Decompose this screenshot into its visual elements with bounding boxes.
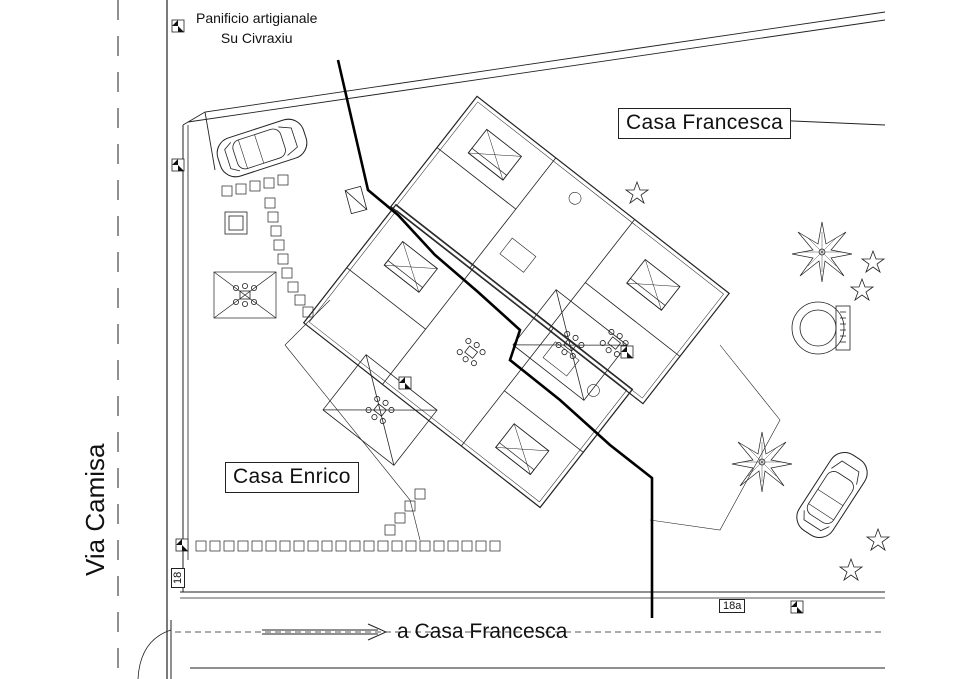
lot-boundary — [182, 11, 886, 171]
civic-number-18: 18 — [171, 567, 185, 588]
casa-enrico-label: Casa Enrico — [225, 462, 359, 493]
plant-icon — [861, 250, 885, 273]
plant-icon — [625, 181, 649, 204]
casa-enrico-building — [302, 203, 634, 509]
north-arrow-icon — [790, 600, 804, 614]
property-divider — [336, 59, 654, 618]
street-lines — [117, 0, 885, 679]
north-arrow-icon — [620, 345, 634, 359]
tree-icon — [731, 431, 793, 493]
car-icon — [790, 445, 874, 545]
direction-arrow — [262, 623, 388, 641]
direction-label: a Casa Francesca — [397, 620, 568, 643]
casa-francesca-label: Casa Francesca — [618, 108, 792, 139]
casa-enrico-porch — [322, 354, 438, 466]
civic-number-18a: 18a — [719, 599, 746, 613]
car-icon — [212, 114, 312, 182]
north-arrow-icon — [171, 19, 185, 33]
north-arrow-icon — [171, 158, 185, 172]
plant-icon — [866, 528, 890, 551]
casa-francesca-porch — [512, 289, 628, 401]
outdoor-grill — [224, 211, 248, 235]
pergola-left — [213, 271, 277, 319]
gazebo — [791, 301, 851, 355]
north-arrow-icon — [175, 538, 189, 552]
north-arrow-icon — [398, 376, 412, 390]
street-name-label: Via Camisa — [80, 443, 110, 576]
shed — [344, 185, 368, 215]
bakery-label-line1: Panificio artigianale — [196, 10, 318, 26]
tree-icon — [791, 221, 853, 283]
bakery-label-line2: Su Civraxiu — [220, 30, 293, 46]
pathway-tiles — [195, 174, 501, 552]
plant-icon — [850, 278, 874, 301]
bakery-label: Panificio artigianale Su Civraxiu — [196, 8, 317, 48]
garden-outline — [284, 299, 781, 541]
plant-icon — [839, 558, 863, 581]
casa-francesca-building — [389, 95, 731, 405]
